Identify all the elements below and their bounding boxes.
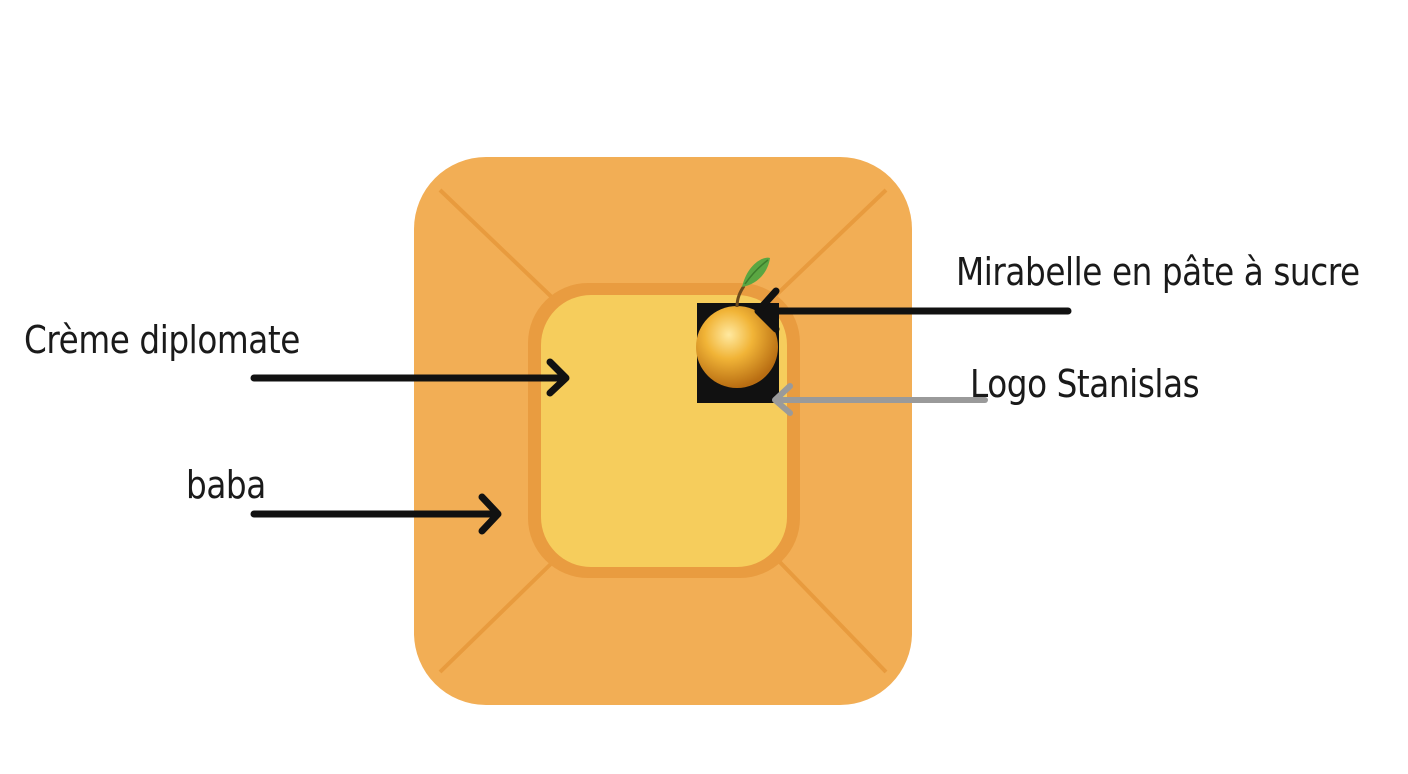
logo-stanislas-arrow	[772, 383, 988, 416]
mirabelle-arrow	[754, 287, 1072, 333]
baba-arrow	[250, 493, 502, 535]
mirabelle-label: Mirabelle en pâte à sucre	[956, 250, 1360, 294]
baba-fold-lines	[438, 188, 888, 674]
creme-diplomate-label: Crème diplomate	[24, 318, 300, 362]
mirabelle-icon	[696, 257, 778, 388]
baba-label: baba	[186, 463, 266, 507]
creme-diplomate-arrow	[250, 358, 570, 397]
logo-stanislas-label: Logo Stanislas	[970, 362, 1200, 406]
